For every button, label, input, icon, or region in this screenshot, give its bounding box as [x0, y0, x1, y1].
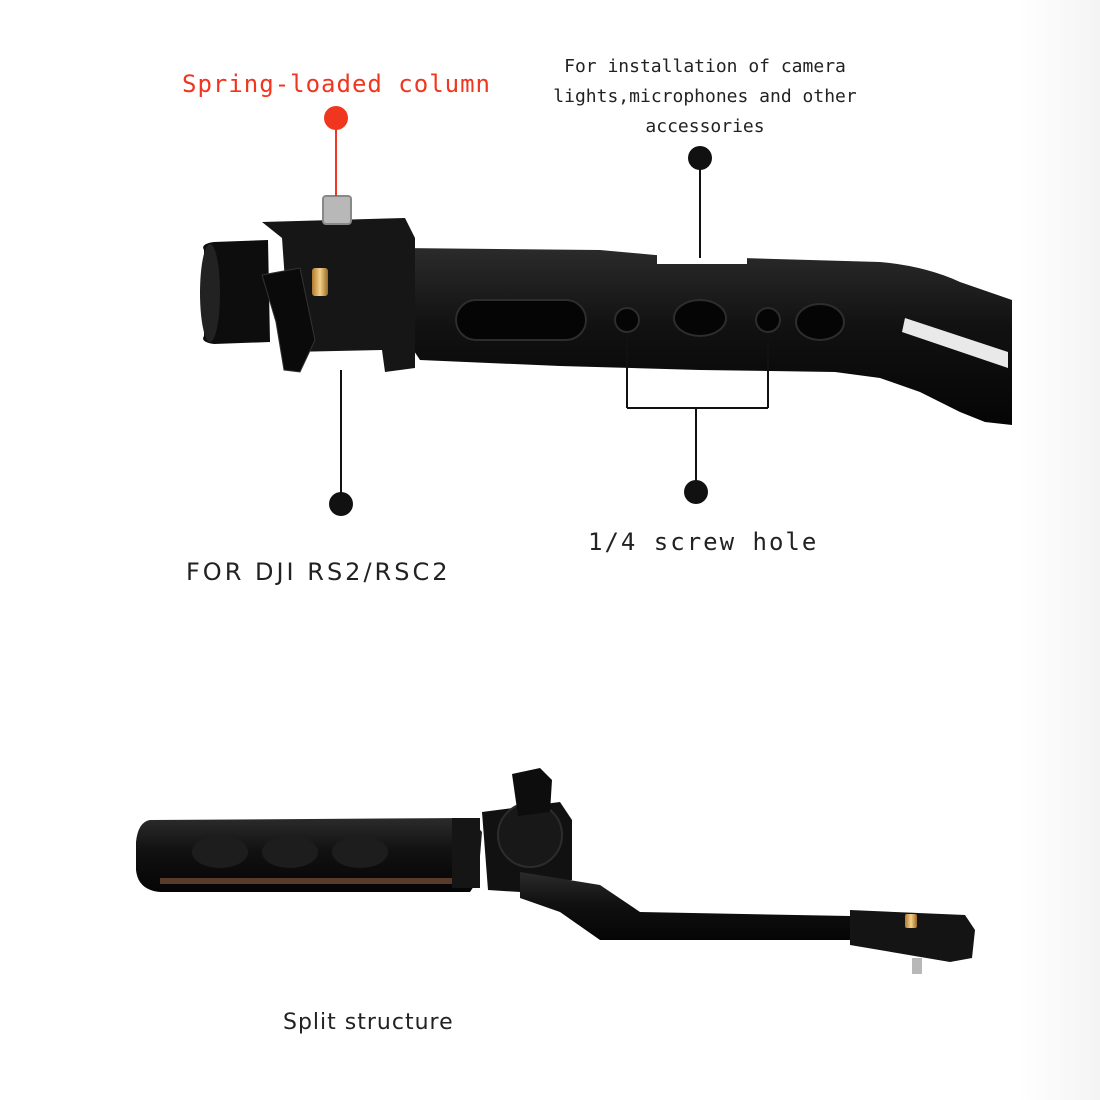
- split-structure-label: Split structure: [283, 1010, 454, 1035]
- extension-bracket-split: [136, 768, 975, 974]
- spring-loaded-column-label: Spring-loaded column: [182, 70, 491, 98]
- dji-mount-leader: [329, 370, 353, 516]
- installation-note-label: For installation of camera lights,microp…: [553, 56, 857, 137]
- screw-hole-leader: [626, 334, 769, 504]
- screw-hole-label: 1/4 screw hole: [588, 528, 819, 556]
- compatibility-label: FOR DJI RS2/RSC2: [186, 558, 451, 586]
- accessory-mount-leader: [688, 146, 712, 258]
- extension-bracket-top: [200, 195, 1012, 425]
- spring-column-leader: [324, 106, 348, 196]
- background-gradient: [1016, 0, 1100, 1100]
